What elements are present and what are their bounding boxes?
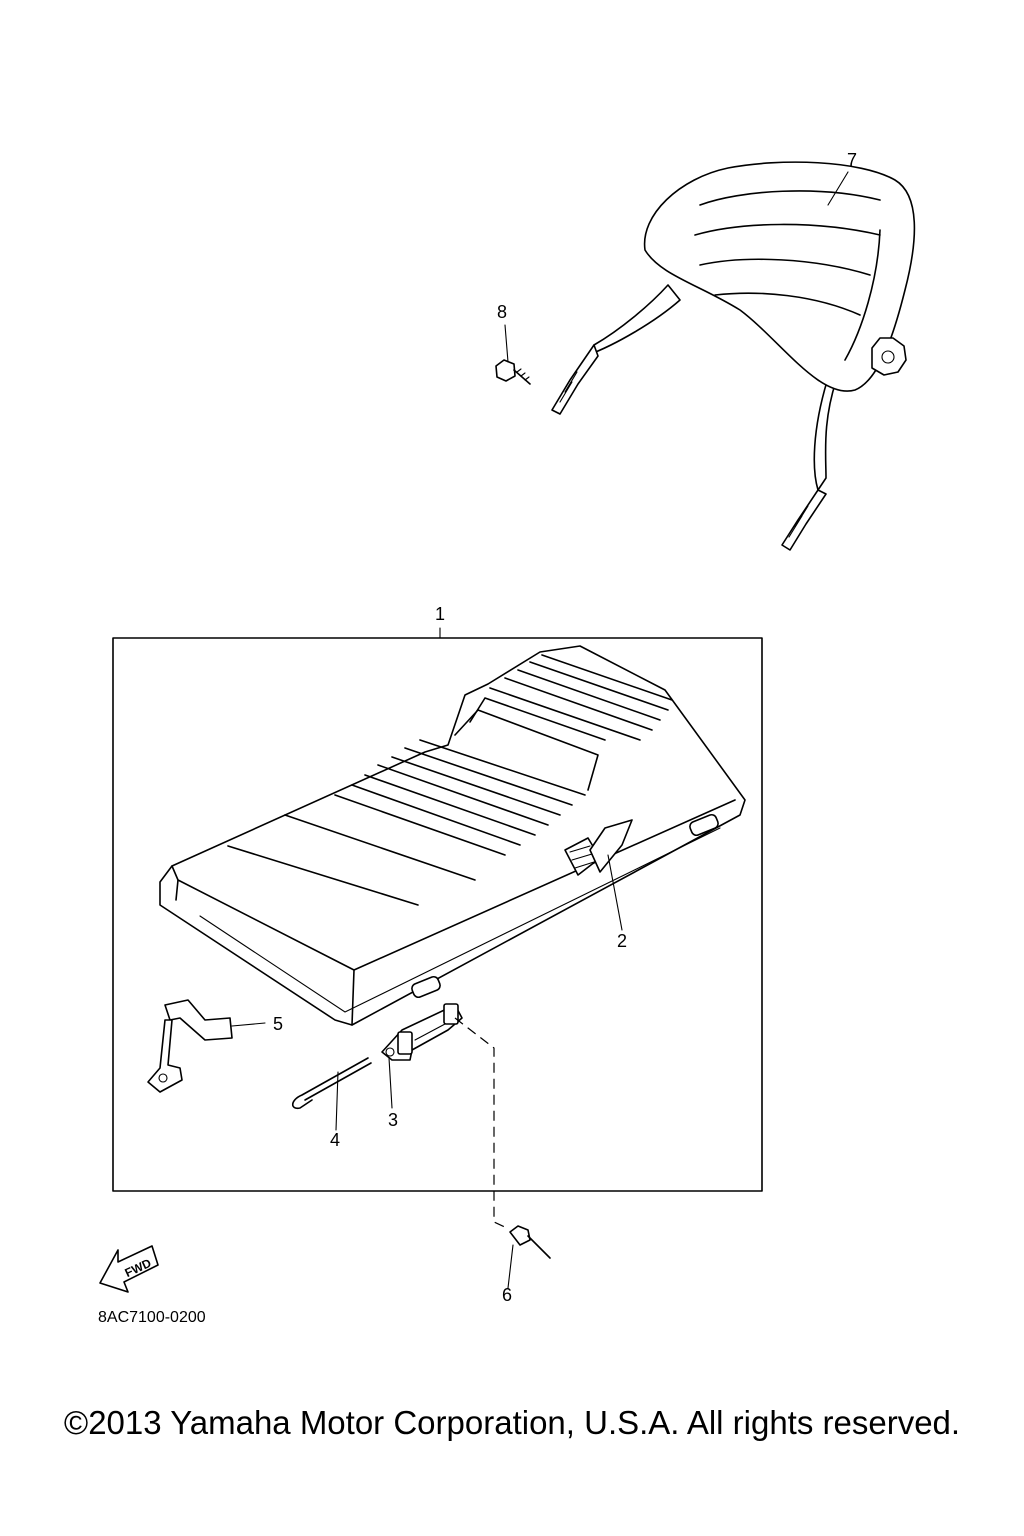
callout-6: 6 bbox=[502, 1285, 512, 1305]
patch-part-2 bbox=[564, 819, 633, 876]
backrest-part-7 bbox=[551, 161, 916, 551]
rod-part-4 bbox=[291, 1057, 372, 1110]
callout-8: 8 bbox=[497, 302, 507, 322]
seat-assembly-frame bbox=[112, 637, 763, 1192]
callout-7: 7 bbox=[847, 150, 857, 170]
rivet-part-6 bbox=[509, 1225, 551, 1259]
callout-5: 5 bbox=[273, 1014, 283, 1034]
callout-1: 1 bbox=[435, 604, 445, 624]
bolt-part-8 bbox=[495, 359, 531, 385]
copyright-notice: ©2013 Yamaha Motor Corporation, U.S.A. A… bbox=[63, 1404, 961, 1441]
seat-part-1 bbox=[159, 645, 746, 1026]
callout-2: 2 bbox=[617, 931, 627, 951]
callout-4: 4 bbox=[330, 1130, 340, 1150]
fwd-arrow-icon: FWD bbox=[99, 1245, 159, 1293]
leader-lines bbox=[231, 171, 849, 1289]
bracket-part-5 bbox=[147, 999, 233, 1093]
drawing-code: 8AC7100-0200 bbox=[98, 1309, 206, 1326]
latch-part-3 bbox=[381, 1003, 463, 1061]
callout-3: 3 bbox=[388, 1110, 398, 1130]
